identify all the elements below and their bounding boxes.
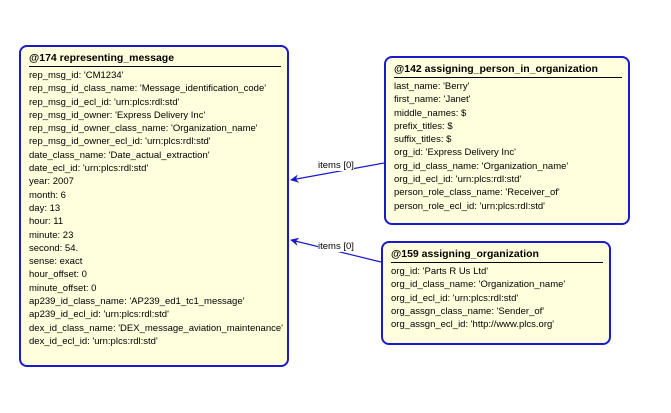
attribute-row: middle_names: $ (394, 107, 467, 119)
attribute-row: minute: 23 (29, 229, 74, 241)
entity-assigning-organization[interactable]: @159 assigning_organization org_id: 'Par… (381, 241, 611, 345)
attribute-row: ap239_id_ecl_id: 'urn:plcs:rdl:std' (29, 309, 169, 321)
attribute-row: rep_msg_id_owner_ecl_id: 'urn:plcs:rdl:s… (29, 136, 211, 148)
attribute-row: person_role_class_name: 'Receiver_of' (394, 187, 560, 199)
attribute-row: month: 6 (29, 189, 66, 201)
attribute-row: day: 13 (29, 202, 61, 214)
attribute-row: dex_id_ecl_id: 'urn:plcs:rdl:std' (29, 335, 158, 347)
link-label-142: items [0] (318, 160, 354, 171)
attribute-row: date_ecl_id: 'urn:plcs:rdl:std' (29, 163, 149, 175)
attribute-row: org_id_ecl_id: 'urn:plcs:rdl:std' (391, 292, 519, 304)
attribute-list: org_id: 'Parts R Us Ltd' org_id_class_nam… (391, 265, 603, 331)
attribute-row: rep_msg_id: 'CM1234' (29, 70, 124, 81)
attribute-list: rep_msg_id: 'CM1234' rep_msg_id_class_nam… (29, 69, 283, 348)
entity-assigning-person-in-organization[interactable]: @142 assigning_person_in_organization la… (384, 56, 630, 225)
attribute-row: rep_msg_id_owner_class_name: 'Organizati… (29, 123, 258, 135)
attribute-row: org_id: 'Express Delivery Inc' (394, 147, 516, 159)
attribute-row: org_id_ecl_id: 'urn:plcs:rdl:std' (394, 174, 522, 186)
link-label-159: items [0] (318, 241, 354, 252)
attribute-row: org_assgn_ecl_id: 'http://www.plcs.org' (391, 319, 555, 331)
attribute-row: minute_offset: 0 (29, 282, 97, 294)
attribute-list: last_name: 'Berry' first_name: 'Janet'mid… (394, 80, 622, 213)
attribute-row: second: 54. (29, 242, 79, 254)
attribute-row: org_id_class_name: 'Organization_name' (391, 279, 566, 291)
entity-title: @142 assigning_person_in_organization (394, 63, 622, 78)
attribute-row: ap239_id_class_name: 'AP239_ed1_tc1_mess… (29, 296, 245, 308)
entity-representing-message[interactable]: @174 representing_message rep_msg_id: 'C… (19, 45, 289, 367)
attribute-row: org_id_class_name: 'Organization_name' (394, 160, 569, 172)
attribute-row: rep_msg_id_class_name: 'Message_identifi… (29, 83, 267, 95)
attribute-row: last_name: 'Berry' (394, 81, 470, 92)
attribute-row: rep_msg_id_ecl_id: 'urn:plcs:rdl:std' (29, 96, 180, 108)
attribute-row: hour_offset: 0 (29, 269, 87, 281)
attribute-row: suffix_titles: $ (394, 134, 452, 146)
attribute-row: person_role_ecl_id: 'urn:plcs:rdl:std' (394, 200, 545, 212)
attribute-row: rep_msg_id_owner: 'Express Delivery Inc' (29, 109, 206, 121)
entity-title: @159 assigning_organization (391, 248, 603, 263)
attribute-row: dex_id_class_name: 'DEX_message_aviation… (29, 322, 283, 334)
attribute-row: hour: 11 (29, 216, 64, 228)
attribute-row: org_assgn_class_name: 'Sender_of' (391, 305, 545, 317)
attribute-row: sense: exact (29, 256, 83, 268)
entity-title: @174 representing_message (29, 52, 281, 67)
attribute-row: year: 2007 (29, 176, 74, 188)
attribute-row: first_name: 'Janet' (394, 94, 471, 106)
attribute-row: date_class_name: 'Date_actual_extraction… (29, 149, 210, 161)
attribute-row: org_id: 'Parts R Us Ltd' (391, 266, 489, 277)
attribute-row: prefix_titles: $ (394, 120, 453, 132)
